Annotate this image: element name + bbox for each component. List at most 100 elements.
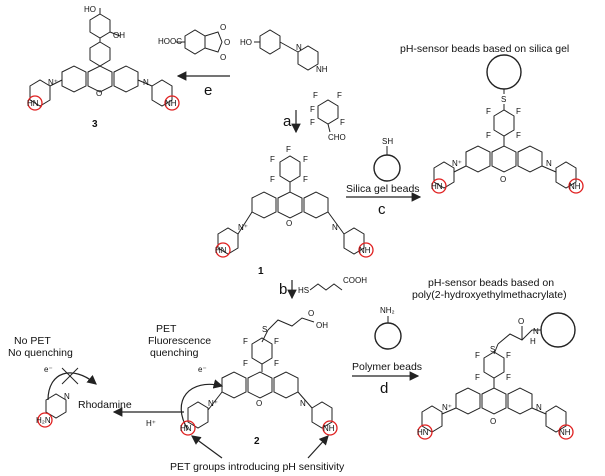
atom-label: NH	[316, 65, 328, 74]
atom-label: CHO	[328, 133, 346, 142]
anhydride-reagent	[176, 29, 223, 55]
compound-3-number: 3	[92, 119, 98, 130]
atom-label: S	[501, 95, 506, 104]
aminophenol-reagent	[254, 29, 319, 71]
atom-label: F	[270, 155, 275, 164]
step-a-label: a	[283, 113, 292, 130]
compound-1-number: 1	[258, 266, 264, 277]
atom-label: NH	[323, 424, 335, 433]
atom-label: O	[308, 309, 314, 318]
atom-label: N⁺	[452, 159, 462, 168]
atom-label: H₂N	[36, 416, 51, 425]
atom-label: F	[486, 131, 491, 140]
no-quenching-label: No quenching	[8, 347, 73, 359]
atom-label: N	[533, 327, 539, 336]
step-c-label: c	[378, 201, 386, 218]
atom-label: F	[516, 107, 521, 116]
atom-label: F	[340, 118, 345, 127]
atom-label: F	[270, 175, 275, 184]
atom-label: O	[96, 89, 102, 98]
pentafluorobenzaldehyde-reagent	[317, 99, 339, 133]
polymer-product-structure	[417, 312, 576, 440]
atom-label: F	[243, 359, 248, 368]
atom-label: F	[313, 91, 318, 100]
atom-label: O	[220, 23, 226, 32]
atom-label: F	[475, 373, 480, 382]
atom-label: F	[475, 351, 480, 360]
protonated-nitrogen-highlight	[37, 412, 53, 428]
atom-label: O	[500, 175, 506, 184]
atom-label: NH₂	[380, 306, 395, 315]
polymer-product-title-line2: poly(2-hydroxyethylmethacrylate)	[412, 289, 567, 301]
atom-label: HN	[215, 246, 227, 255]
atom-label: F	[337, 91, 342, 100]
pet-group-arrow-right	[307, 435, 329, 459]
atom-label: HS	[298, 286, 309, 295]
atom-label: O	[286, 219, 292, 228]
atom-label: F	[274, 359, 279, 368]
atom-label: OH	[316, 321, 328, 330]
atom-label: F	[303, 155, 308, 164]
atom-label: F	[310, 105, 315, 114]
fluorescence-label: Fluorescence	[148, 335, 211, 347]
atom-label: N⁺	[238, 223, 248, 232]
pet-groups-caption: PET groups introducing pH sensitivity	[170, 461, 345, 473]
compound-1-structure	[215, 155, 374, 258]
atom-label: N⁺	[48, 78, 58, 87]
atom-label: HOOC	[158, 37, 182, 46]
atom-label: O	[490, 417, 496, 426]
pet-group-arrow-left	[191, 435, 223, 459]
electron-label: e⁻	[44, 365, 53, 374]
blocked-cross-line	[61, 367, 79, 385]
electron-label: e⁻	[198, 365, 207, 374]
atom-label: N⁺	[442, 403, 452, 412]
polymer-bead-reagent	[374, 322, 402, 350]
atom-label: F	[274, 337, 279, 346]
pet-electron-arrow	[180, 379, 224, 431]
atom-label: N	[143, 78, 149, 87]
atom-label: N	[300, 399, 306, 408]
compound-3-structure	[27, 8, 180, 111]
rhodamine-label: Rhodamine	[78, 399, 132, 411]
step-e-label: e	[204, 82, 212, 99]
atom-label: N	[64, 392, 70, 401]
quenching-label: quenching	[150, 347, 199, 359]
atom-label: NH	[359, 246, 371, 255]
atom-label: HN	[417, 428, 429, 437]
atom-label: S	[490, 345, 495, 354]
silica-product-title: pH-sensor beads based on silica gel	[400, 43, 569, 55]
atom-label: F	[286, 145, 291, 154]
atom-label: F	[506, 373, 511, 382]
atom-label: N	[546, 159, 552, 168]
proton-label: H⁺	[146, 419, 156, 428]
atom-label: F	[303, 175, 308, 184]
atom-label: S	[262, 325, 267, 334]
silica-product-structure	[431, 54, 584, 194]
atom-label: NH	[569, 182, 581, 191]
atom-label: O	[256, 399, 262, 408]
atom-label: F	[486, 107, 491, 116]
atom-label: HO	[84, 5, 96, 14]
no-pet-label: No PET	[14, 335, 51, 347]
compound-2-number: 2	[254, 436, 260, 447]
atom-label: HN	[431, 182, 443, 191]
atom-label: F	[516, 131, 521, 140]
atom-label: HN	[27, 99, 39, 108]
atom-label: HN	[180, 424, 192, 433]
atom-label: N	[536, 403, 542, 412]
silica-beads-label: Silica gel beads	[346, 183, 420, 195]
atom-label: F	[243, 337, 248, 346]
polymer-beads-label: Polymer beads	[352, 361, 422, 373]
atom-label: O	[220, 53, 226, 62]
atom-label: N	[332, 223, 338, 232]
atom-label: SH	[382, 137, 393, 146]
blocked-electron-arrow	[47, 372, 97, 401]
atom-label: H	[530, 337, 536, 346]
atom-label: O	[518, 317, 524, 326]
atom-label: NH	[165, 99, 177, 108]
protonated-piperazine	[45, 393, 67, 419]
atom-label: HO	[240, 38, 252, 47]
atom-label: F	[310, 118, 315, 127]
polymer-product-title-line1: pH-sensor beads based on	[428, 277, 554, 289]
